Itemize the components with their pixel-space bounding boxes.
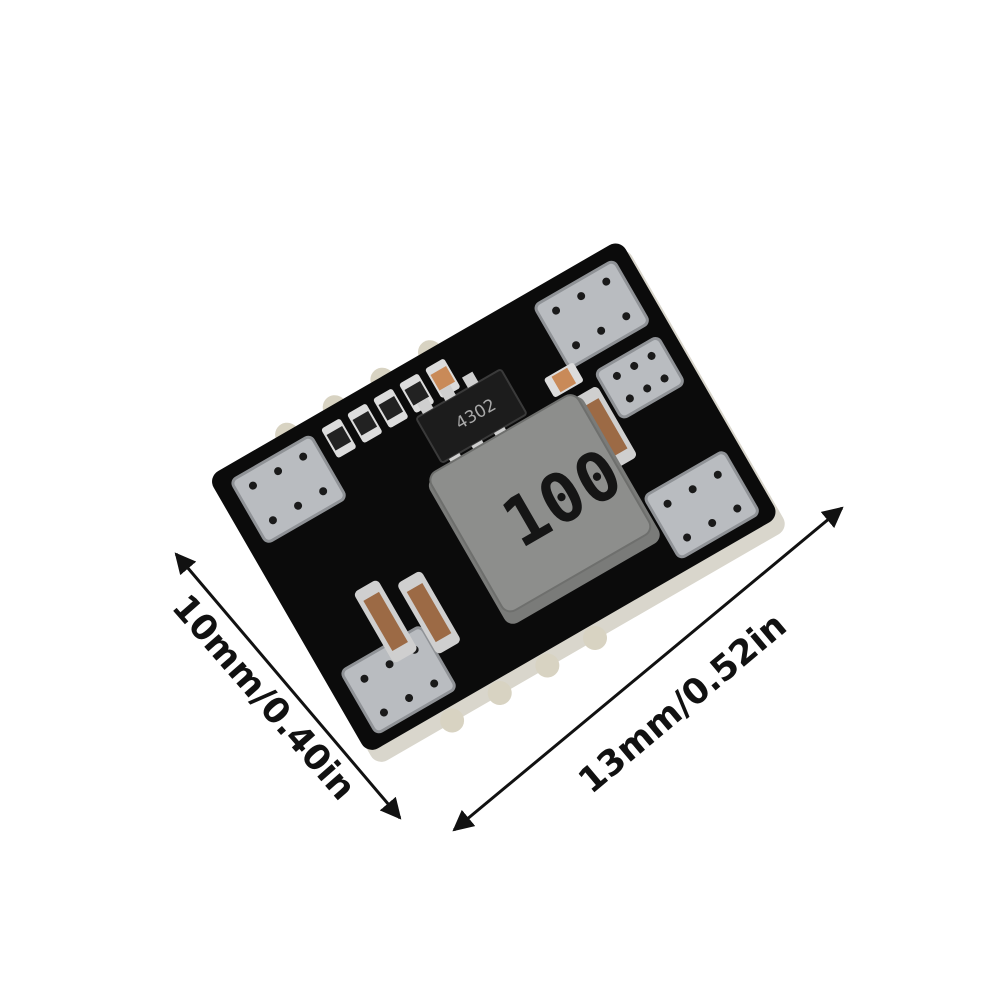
pad-right-mid xyxy=(595,337,684,419)
width-dimension-arrow xyxy=(174,552,402,820)
pad-top-right xyxy=(534,260,649,368)
pad-top-left xyxy=(231,435,346,543)
capacitor-left-2 xyxy=(398,571,460,654)
length-dimension-arrow xyxy=(452,506,844,832)
capacitor-right xyxy=(574,387,637,469)
smd-resistors xyxy=(321,359,583,458)
